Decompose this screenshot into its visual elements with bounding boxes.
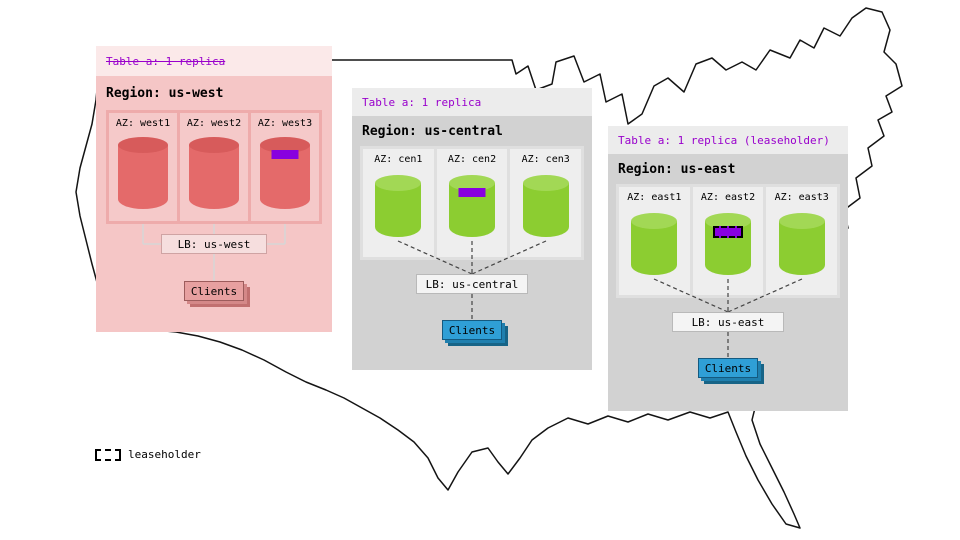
database-body bbox=[631, 221, 678, 275]
database-icon bbox=[189, 137, 239, 209]
region-us-east: Table a: 1 replica (leaseholder) Region:… bbox=[608, 126, 848, 411]
clients-box-us-west: Clients bbox=[184, 281, 244, 301]
database-top bbox=[118, 137, 168, 153]
database-top bbox=[705, 213, 751, 229]
az-box-cen1: AZ: cen1 bbox=[363, 149, 434, 257]
database-icon bbox=[522, 175, 569, 237]
leaseholder-marker bbox=[713, 226, 743, 238]
database-body bbox=[118, 145, 168, 209]
table-label-us-central: Table a: 1 replica bbox=[362, 95, 482, 109]
database-top bbox=[631, 213, 678, 229]
database-top bbox=[778, 213, 825, 229]
az-box-west1: AZ: west1 bbox=[109, 113, 177, 221]
table-header-us-east: Table a: 1 replica (leaseholder) bbox=[608, 126, 848, 154]
database-body bbox=[522, 183, 569, 237]
table-label-us-east: Table a: 1 replica (leaseholder) bbox=[618, 133, 830, 147]
database-icon bbox=[778, 213, 825, 275]
az-label-east1: AZ: east1 bbox=[627, 192, 682, 203]
az-box-west3: AZ: west3 bbox=[251, 113, 319, 221]
leaseholder-swatch-icon bbox=[95, 448, 121, 461]
database-icon bbox=[631, 213, 678, 275]
legend-label: leaseholder bbox=[128, 448, 201, 461]
database-icon bbox=[449, 175, 495, 237]
database-body bbox=[778, 221, 825, 275]
az-box-east2: AZ: east2 bbox=[692, 187, 764, 295]
az-box-cen3: AZ: cen3 bbox=[510, 149, 582, 257]
table-header-us-central: Table a: 1 replica bbox=[352, 88, 592, 116]
database-top bbox=[522, 175, 569, 191]
table-label-us-west: Table a: 1 replica bbox=[106, 54, 226, 68]
database-icon bbox=[118, 137, 168, 209]
az-label-west1: AZ: west1 bbox=[115, 118, 171, 129]
load-balancer-us-east: LB: us-east bbox=[672, 312, 784, 332]
region-title-us-west: Region: us-west bbox=[106, 86, 224, 101]
region-us-west: Table a: 1 replica Region: us-west AZ: w… bbox=[96, 46, 332, 332]
region-title-us-central: Region: us-central bbox=[362, 124, 503, 139]
az-label-east2: AZ: east2 bbox=[700, 192, 756, 203]
az-label-west2: AZ: west2 bbox=[186, 118, 242, 129]
database-top bbox=[189, 137, 239, 153]
az-box-east1: AZ: east1 bbox=[619, 187, 690, 295]
az-label-cen1: AZ: cen1 bbox=[374, 154, 423, 165]
table-header-us-west: Table a: 1 replica bbox=[96, 46, 332, 76]
az-label-west3: AZ: west3 bbox=[257, 118, 313, 129]
database-top bbox=[260, 137, 310, 153]
az-row-us-east: AZ: east1 AZ: east2 AZ: east3 bbox=[616, 184, 840, 298]
database-top bbox=[375, 175, 422, 191]
database-icon bbox=[260, 137, 310, 209]
region-title-us-east: Region: us-east bbox=[618, 162, 736, 177]
az-label-cen2: AZ: cen2 bbox=[447, 154, 497, 165]
load-balancer-us-west: LB: us-west bbox=[161, 234, 267, 254]
az-label-east3: AZ: east3 bbox=[774, 192, 829, 203]
load-balancer-us-central: LB: us-central bbox=[416, 274, 528, 294]
database-body bbox=[189, 145, 239, 209]
replica-marker bbox=[458, 188, 486, 197]
az-row-us-west: AZ: west1 AZ: west2 AZ: west3 bbox=[106, 110, 322, 224]
az-box-west2: AZ: west2 bbox=[180, 113, 248, 221]
az-box-east3: AZ: east3 bbox=[766, 187, 838, 295]
az-label-cen3: AZ: cen3 bbox=[521, 154, 570, 165]
database-top bbox=[449, 175, 495, 191]
az-box-cen2: AZ: cen2 bbox=[436, 149, 508, 257]
clients-box-us-central: Clients bbox=[442, 320, 502, 340]
database-icon bbox=[375, 175, 422, 237]
az-row-us-central: AZ: cen1 AZ: cen2 AZ: cen3 bbox=[360, 146, 584, 260]
database-icon bbox=[705, 213, 751, 275]
database-body bbox=[375, 183, 422, 237]
legend: leaseholder bbox=[95, 448, 201, 461]
replica-marker bbox=[271, 150, 299, 159]
clients-box-us-east: Clients bbox=[698, 358, 758, 378]
region-us-central: Table a: 1 replica Region: us-central AZ… bbox=[352, 88, 592, 370]
